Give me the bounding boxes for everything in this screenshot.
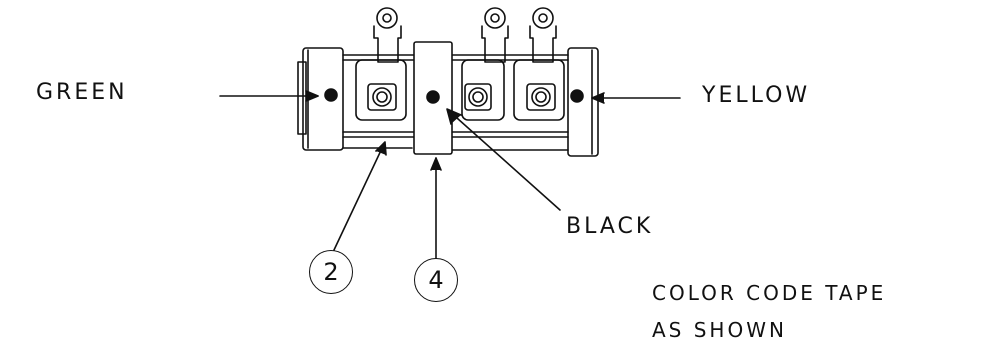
right-end-cap <box>567 47 599 157</box>
screw-terminal <box>464 83 492 111</box>
green-leader-arrow <box>219 90 319 102</box>
note-line-2: AS SHOWN <box>652 318 787 342</box>
solder-lug <box>481 7 509 63</box>
black-label: BLACK <box>566 214 654 239</box>
yellow-label: YELLOW <box>702 83 811 108</box>
black-marker-dot <box>426 90 440 104</box>
green-marker-dot <box>324 88 338 102</box>
screw-terminal <box>526 83 556 111</box>
screw-terminal <box>367 83 397 111</box>
note-line-1: COLOR CODE TAPE <box>652 281 887 305</box>
yellow-marker-dot <box>570 89 584 103</box>
callout-2-leader <box>333 141 387 251</box>
solder-lug <box>529 7 557 63</box>
callout-2: 2 <box>309 250 353 294</box>
terminal-pockets <box>355 59 565 121</box>
yellow-leader-arrow <box>591 92 681 104</box>
callout-4-leader <box>430 157 442 259</box>
black-leader-arrow <box>446 108 561 211</box>
green-label: GREEN <box>36 80 128 105</box>
solder-lug <box>373 7 402 63</box>
callout-4: 4 <box>414 258 458 302</box>
